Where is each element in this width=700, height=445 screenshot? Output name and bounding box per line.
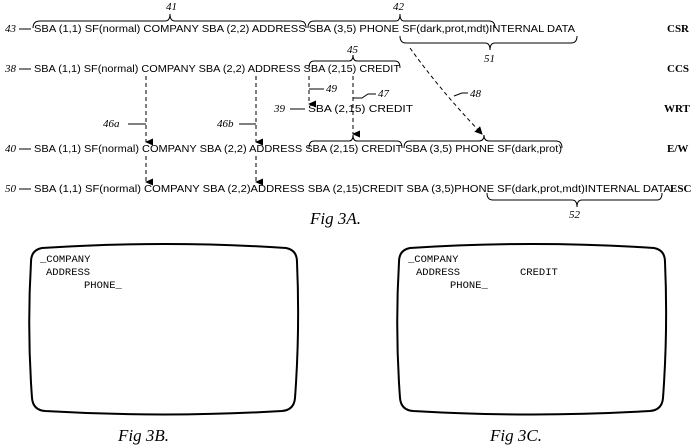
ref-38: 38 — [4, 63, 17, 75]
ref-39: 39 — [273, 103, 286, 115]
ref-49: 49 — [326, 83, 338, 95]
row-side-label: ESC — [670, 183, 691, 195]
caption-fig3c: Fig 3C. — [489, 426, 542, 445]
row-side-label: CCS — [667, 63, 689, 75]
ref-43: 43 — [5, 23, 17, 35]
brace-52 — [486, 192, 663, 208]
screen-3b — [28, 243, 300, 416]
brace-42 — [307, 13, 496, 29]
brace-51 — [399, 35, 578, 51]
ref-48: 48 — [470, 88, 482, 100]
row-side-label: CSR — [667, 23, 690, 35]
screen-line-credit: CREDIT — [520, 267, 558, 279]
screen-line-phone: PHONE_ — [84, 280, 123, 292]
leader-48 — [453, 92, 468, 97]
brace-41 — [32, 13, 307, 29]
row-ccs: 38 SBA (1,1) SF(normal) COMPANY SBA (2,2… — [4, 63, 689, 75]
row-esc: 50 SBA (1,1) SF(normal) COMPANY SBA (2,2… — [5, 183, 691, 195]
ref-46a: 46a — [103, 118, 120, 130]
ref-41: 41 — [166, 1, 177, 13]
row-text: SBA (1,1) SF(normal) COMPANY SBA (2,2) A… — [34, 23, 575, 35]
ref-47: 47 — [378, 88, 390, 100]
row-text: SBA (1,1) SF(normal) COMPANY SBA (2,2)AD… — [34, 183, 671, 195]
row-side-label: E/W — [667, 143, 688, 155]
ref-52: 52 — [569, 209, 581, 221]
row-wrt: 39 SBA (2,15) CREDIT WRT — [273, 103, 691, 115]
ref-51: 51 — [484, 53, 495, 65]
leader-47 — [353, 93, 376, 99]
row-side-label: WRT — [664, 103, 691, 115]
screen-line-company: _COMPANY — [39, 254, 91, 266]
row-text: SBA (2,15) CREDIT — [308, 103, 414, 115]
screen-line-address: ADDRESS — [416, 267, 460, 279]
screen-line-company: _COMPANY — [407, 254, 459, 266]
ref-46b: 46b — [217, 118, 234, 130]
row-text: SBA (1,1) SF(normal) COMPANY SBA (2,2) A… — [34, 63, 401, 75]
ref-45: 45 — [347, 44, 359, 56]
row-csr: 43 SBA (1,1) SF(normal) COMPANY SBA (2,2… — [5, 23, 690, 35]
ref-42: 42 — [393, 1, 405, 13]
brace-45 — [308, 54, 401, 69]
row-ew: 40 SBA (1,1) SF(normal) COMPANY SBA (2,2… — [5, 143, 688, 155]
caption-fig3b: Fig 3B. — [117, 426, 169, 445]
screen-line-address: ADDRESS — [46, 267, 90, 279]
arrow-48 — [409, 47, 483, 135]
row-text: SBA (1,1) SF(normal) COMPANY SBA (2,2) A… — [34, 143, 562, 155]
screen-line-phone: PHONE_ — [450, 280, 489, 292]
caption-fig3a: Fig 3A. — [309, 209, 361, 228]
brace-ew-phone — [403, 134, 563, 149]
screen-3c — [396, 243, 668, 416]
ref-50: 50 — [5, 183, 17, 195]
ref-40: 40 — [5, 143, 17, 155]
